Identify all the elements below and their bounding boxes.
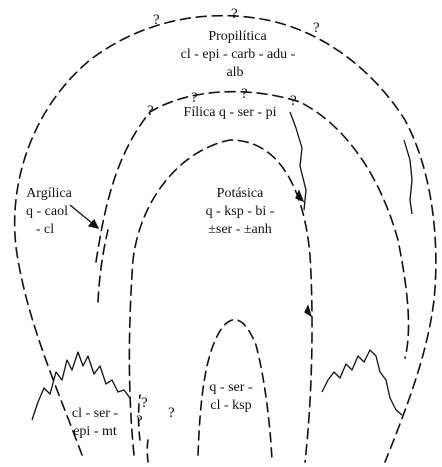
jagged-right-top — [321, 349, 403, 416]
potasica-line2: ±ser - ±anh — [208, 222, 272, 237]
jagged-left-top — [31, 351, 131, 421]
question-mark: ? — [147, 103, 154, 119]
argilica-inner-boundary — [97, 229, 109, 303]
filica-boundary — [95, 90, 410, 359]
question-mark: ? — [231, 6, 238, 22]
argilica-line2: - cl — [35, 222, 55, 237]
question-mark: ? — [313, 20, 320, 36]
question-mark: ? — [241, 86, 248, 102]
filica-label: Fílica q - ser - pi — [183, 105, 277, 120]
question-mark: ? — [153, 12, 160, 28]
propilitica-outer-boundary — [13, 14, 437, 463]
potasica-title: Potásica — [216, 186, 264, 201]
question-mark: ? — [141, 395, 148, 411]
argilica-line1: q - caol — [26, 204, 68, 219]
core-line1: q - ser - — [209, 380, 253, 395]
core-boundary — [197, 318, 273, 461]
arrow-head-right — [295, 189, 305, 203]
question-mark: ? — [136, 413, 143, 429]
propilitica-line1: cl - epi - carb - adu - — [180, 47, 296, 62]
question-mark: ? — [168, 405, 175, 421]
jagged-mid-right — [289, 111, 307, 211]
jagged-far-right — [403, 139, 413, 215]
lower-left-boundary — [137, 394, 141, 441]
arrow-head — [87, 218, 100, 229]
core-line2: cl - ksp — [210, 398, 252, 413]
propilitica-line2: alb — [226, 65, 244, 80]
lower-left-line2: epi - mt — [73, 424, 117, 439]
potasica-line1: q - ksp - bi - — [205, 204, 275, 219]
question-mark: ? — [290, 93, 297, 109]
argilica-title: Argílica — [26, 186, 72, 201]
question-mark: ? — [191, 90, 198, 106]
propilitica-title: Propilítica — [208, 29, 267, 44]
lower-left-line1: cl - ser - — [71, 406, 119, 421]
potasica-boundary — [128, 139, 313, 463]
arrow-head-right-2 — [304, 304, 313, 318]
lower-left-boundary-2 — [146, 439, 149, 463]
